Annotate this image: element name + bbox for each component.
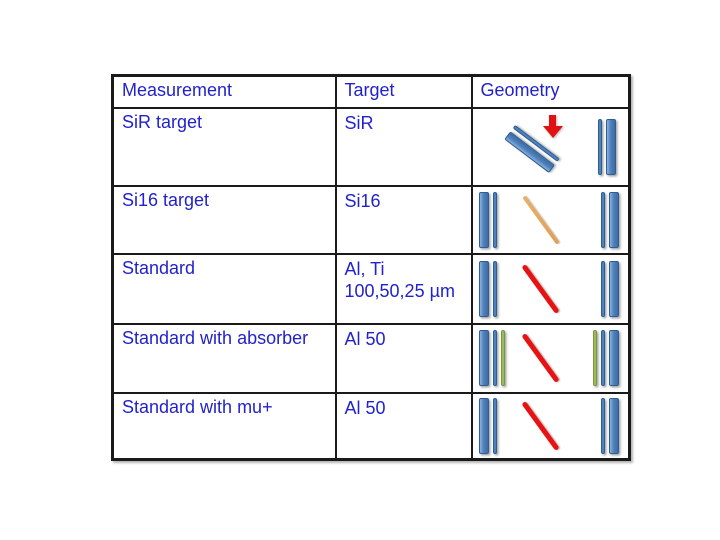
measurement-cell: SiR target <box>111 106 337 187</box>
beam-track-zone <box>519 259 563 319</box>
thick-blue-bar <box>478 330 489 386</box>
target-cell: SiR <box>334 106 473 187</box>
thin-blue-bar <box>492 330 497 386</box>
thick-blue-bar <box>478 260 489 317</box>
thin-blue-bar <box>601 397 605 454</box>
detector-bars-right <box>598 118 616 175</box>
beam-track-zone <box>519 396 563 456</box>
table-header-row: Measurement Target Geometry <box>111 74 631 109</box>
column-header-measurement: Measurement <box>111 74 337 109</box>
beam-track-zone <box>519 190 563 250</box>
column-header-geometry: Geometry <box>470 74 631 109</box>
target-line: Al, Ti <box>344 258 385 279</box>
target-line: 100,50,25 µm <box>344 280 455 301</box>
target-line: SiR <box>344 112 374 133</box>
target-cell: Si16 <box>334 184 473 255</box>
target-cell: Al, Ti 100,50,25 µm <box>334 252 473 325</box>
target-line: Al 50 <box>344 397 386 418</box>
thick-blue-bar <box>609 330 619 386</box>
thick-blue-bar <box>609 260 619 317</box>
detector-bars-right <box>601 260 619 317</box>
table-row: SiR target SiR <box>111 106 631 187</box>
detector-bars-right <box>601 191 619 248</box>
thin-green-bar <box>593 330 597 386</box>
column-header-target: Target <box>334 74 473 109</box>
geometry-cell <box>470 322 631 394</box>
geometry-cell <box>470 184 631 255</box>
thin-blue-bar <box>601 330 605 386</box>
geometry-cell <box>470 391 631 461</box>
thick-blue-bar <box>478 191 489 248</box>
thick-blue-bar <box>478 397 489 454</box>
detector-bars-right <box>593 330 619 386</box>
geometry-diagram <box>474 328 628 388</box>
thin-blue-bar <box>492 191 497 248</box>
arrow-head <box>542 125 563 138</box>
thin-green-bar <box>500 330 505 386</box>
table-row: Si16 target Si16 <box>111 184 631 255</box>
table-row: Standard Al, Ti 100,50,25 µm <box>111 252 631 325</box>
detector-bars-left <box>478 260 497 317</box>
geometry-diagram <box>474 112 628 182</box>
detector-bars-left <box>478 397 497 454</box>
measurement-cell: Standard <box>111 252 337 325</box>
geometry-diagram <box>474 259 628 319</box>
geometry-cell <box>470 106 631 187</box>
red-diagonal-track <box>521 400 560 451</box>
red-down-arrow-icon <box>542 114 563 138</box>
orange-diagonal-track <box>522 194 560 245</box>
thick-blue-bar <box>609 397 619 454</box>
measurement-cell: Si16 target <box>111 184 337 255</box>
measurement-cell: Standard with mu+ <box>111 391 337 461</box>
thin-blue-bar <box>601 191 605 248</box>
table-row: Standard with absorber Al 50 <box>111 322 631 394</box>
target-cell: Al 50 <box>334 391 473 461</box>
target-cell: Al 50 <box>334 322 473 394</box>
tilted-target-assembly <box>501 112 587 182</box>
thick-blue-bar <box>606 118 616 175</box>
detector-bars-left <box>478 330 505 386</box>
geometry-diagram <box>474 190 628 250</box>
thick-blue-bar <box>609 191 619 248</box>
beam-track-zone <box>519 328 563 388</box>
arrow-stem <box>549 114 556 126</box>
thin-blue-bar <box>492 260 497 317</box>
geometry-cell <box>470 252 631 325</box>
target-line: Al 50 <box>344 328 386 349</box>
measurement-table: Measurement Target Geometry SiR target S… <box>111 74 631 461</box>
measurement-cell: Standard with absorber <box>111 322 337 394</box>
thin-blue-bar <box>598 118 602 175</box>
target-line: Si16 <box>344 190 381 211</box>
thin-blue-bar <box>601 260 605 317</box>
table-row: Standard with mu+ Al 50 <box>111 391 631 461</box>
detector-bars-right <box>601 397 619 454</box>
geometry-diagram <box>474 396 628 456</box>
detector-bars-left <box>478 191 497 248</box>
thin-blue-bar <box>492 397 497 454</box>
red-diagonal-track <box>521 333 560 383</box>
red-diagonal-track <box>521 263 560 314</box>
